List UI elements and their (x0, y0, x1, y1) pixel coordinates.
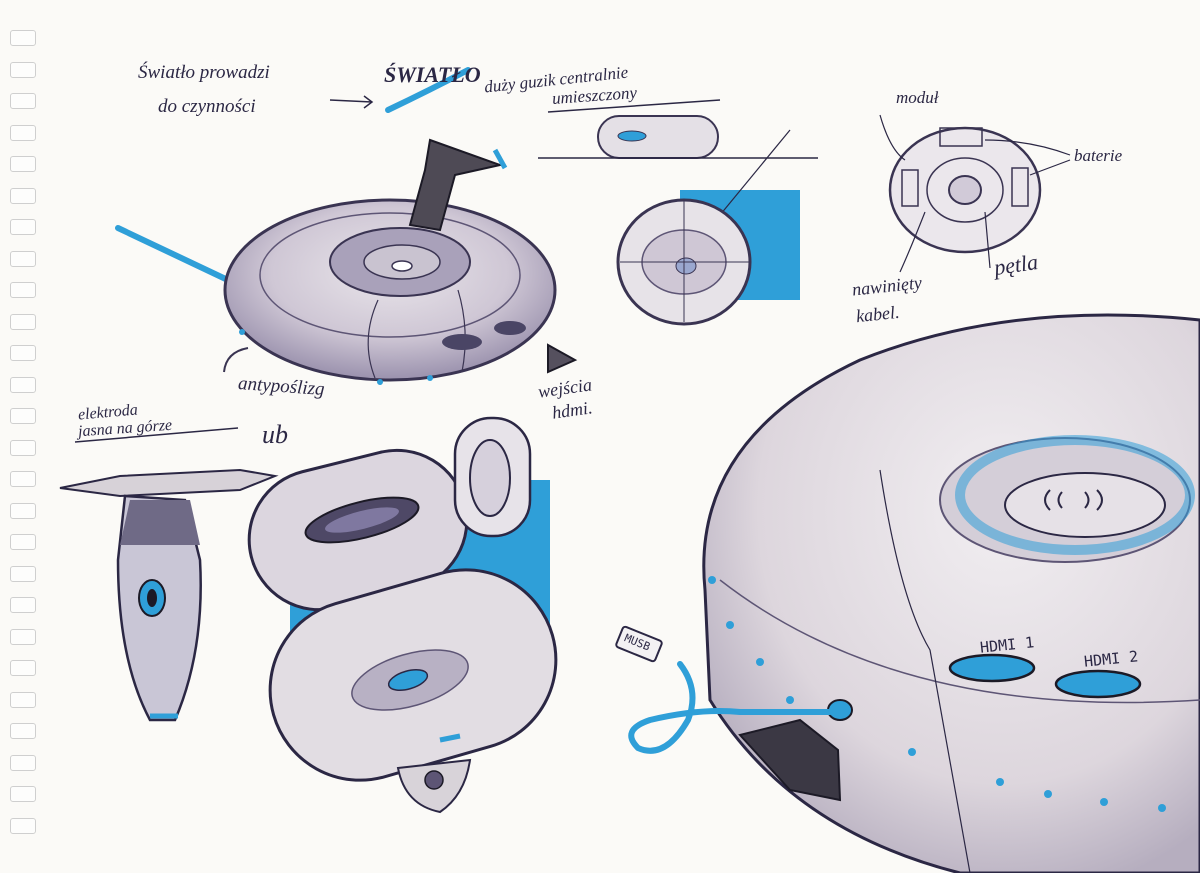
note-swiatlo-prowadzi-2: do czynności (158, 96, 256, 117)
binder-hole (10, 61, 36, 78)
note-baterie: baterie (1074, 146, 1123, 165)
binder-hole (10, 30, 36, 46)
binder-hole (10, 376, 36, 393)
binder-hole (10, 534, 36, 550)
binder-hole (10, 817, 36, 834)
note-ub: ub (262, 420, 288, 449)
binder-hole (10, 691, 36, 708)
binder-hole (10, 786, 36, 802)
note-swiatlo: ŚWIATŁO (384, 62, 481, 87)
torus-front-view (616, 198, 752, 326)
binder-hole (10, 313, 36, 330)
electrode-drawing (59, 468, 279, 722)
note-swiatlo-prowadzi-1: Światło prowadzi (138, 62, 270, 83)
torus-large-detail-drawing (615, 313, 1200, 873)
binder-hole (10, 471, 36, 487)
torus-main-drawing (115, 138, 578, 385)
binder-hole (10, 565, 36, 582)
binder-hole (10, 219, 36, 235)
torus-tilted-drawing (247, 416, 532, 612)
binder-hole (10, 502, 36, 519)
binder-hole (10, 408, 36, 424)
binder-hole (10, 187, 36, 204)
note-modul: moduł (896, 88, 939, 107)
torus-side-view (538, 115, 818, 216)
torus-flat-drawing (268, 568, 558, 814)
binder-hole (10, 156, 36, 172)
binder-hole (10, 93, 36, 109)
binder-hole (10, 754, 36, 771)
binder-hole (10, 124, 36, 141)
binder-hole (10, 660, 36, 676)
binder-hole (10, 597, 36, 613)
binder-hole (10, 723, 36, 739)
binder-hole (10, 345, 36, 361)
binder-hole (10, 628, 36, 645)
bottom-schematic-diagram (879, 114, 1071, 273)
binder-hole (10, 439, 36, 456)
binder-hole (10, 282, 36, 298)
binder-holes (10, 30, 40, 860)
binder-hole (10, 250, 36, 267)
